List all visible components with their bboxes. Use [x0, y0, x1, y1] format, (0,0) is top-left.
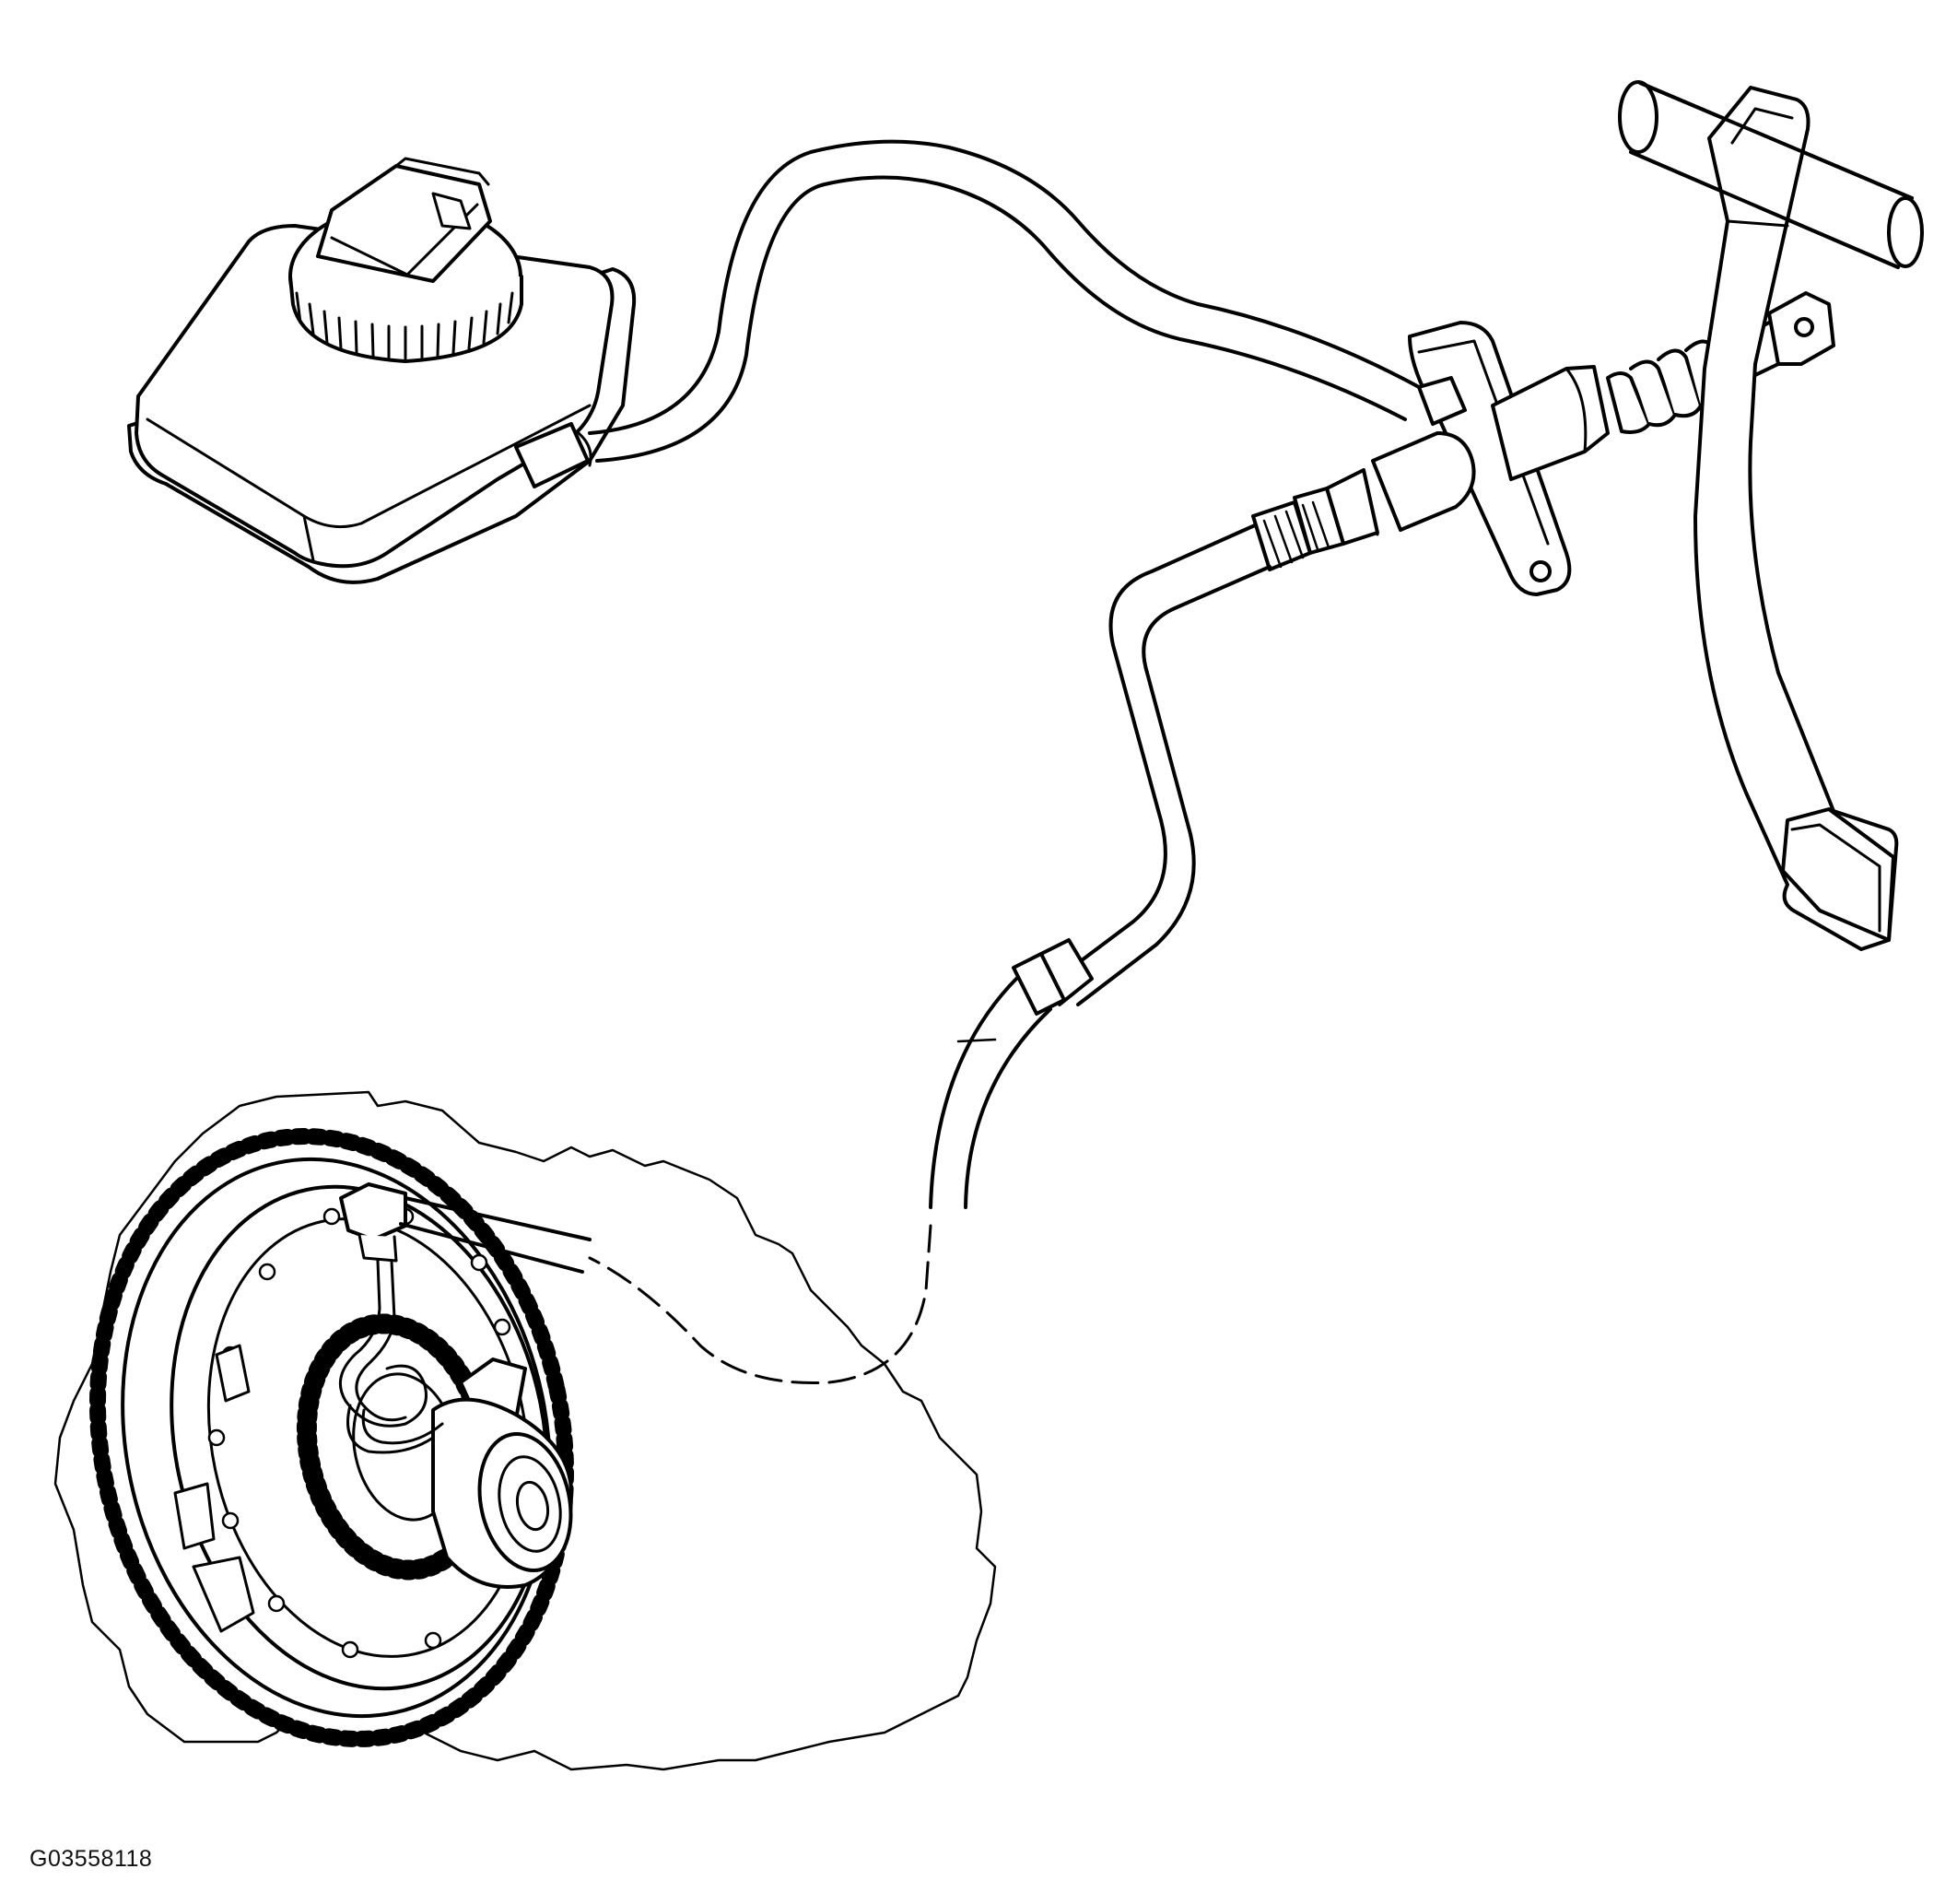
figure-id-label: G03558118	[29, 1846, 153, 1872]
clutch-pedal	[1618, 80, 1924, 951]
clutch-pressure-line	[929, 523, 1271, 1209]
clutch-master-cylinder	[1251, 291, 1835, 596]
clutch-slave-cylinder	[338, 1182, 592, 1589]
transmission-outline	[53, 1090, 997, 1771]
reservoir-cap	[288, 157, 523, 363]
fluid-reservoir	[127, 157, 637, 584]
hidden-line-routing	[588, 1224, 932, 1384]
reservoir-supply-hose	[588, 139, 1421, 463]
clutch-flywheel-assembly	[89, 1128, 574, 1747]
